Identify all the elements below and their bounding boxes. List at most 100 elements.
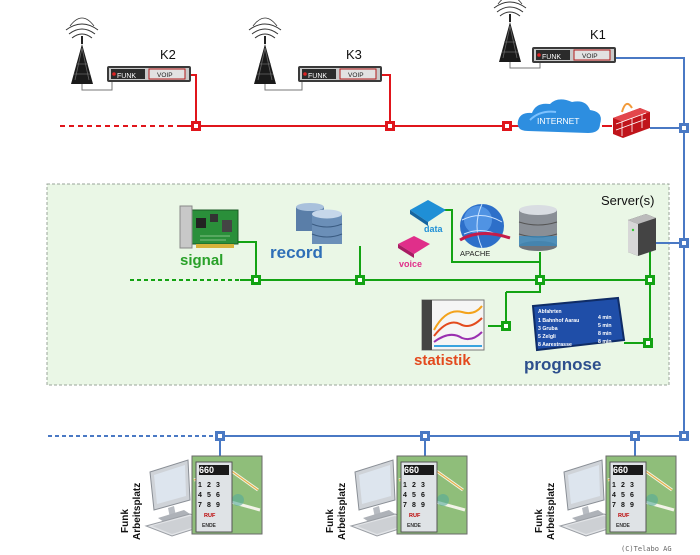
keypad-key: 8 <box>412 502 416 509</box>
prognose-board: Abfahrten 1 Bahnhof Aarau 4 min 3 Gruba … <box>531 296 626 352</box>
copyright-text: (C)Telabo AG <box>621 545 672 553</box>
keypad-key: 6 <box>216 492 220 499</box>
keypad-key: 4 <box>612 492 616 499</box>
blue-node-ws3 <box>630 431 640 441</box>
phone-number: 660 <box>613 465 628 475</box>
keypad-key: 3 <box>421 482 425 489</box>
blue-node-firewall <box>679 123 689 133</box>
ruf-key: RUF <box>204 513 216 519</box>
keypad-key: 1 <box>612 482 616 489</box>
internet-label: INTERNET <box>537 116 580 126</box>
radio-device-k3: FUNK VOIP <box>297 65 383 83</box>
board-row-line: 8 Aarestrasse <box>538 342 572 348</box>
keypad-key: 9 <box>421 502 425 509</box>
board-row-line: 3 Gruba <box>538 326 558 332</box>
phone-number: 660 <box>199 465 214 475</box>
keypad-key: 2 <box>207 482 211 489</box>
keypad-key: 2 <box>621 482 625 489</box>
keypad-key: 4 <box>403 492 407 499</box>
voice-label: voice <box>399 259 422 269</box>
green-node-statistik <box>501 321 511 331</box>
workstation-label-line2: Arbeitsplatz <box>132 483 143 540</box>
record-label: record <box>270 243 323 262</box>
statistik-label: statistik <box>414 352 471 369</box>
keypad-key: 7 <box>612 502 616 509</box>
voice-icon: voice <box>398 236 430 269</box>
device-label-voip: VOIP <box>348 72 364 79</box>
apache-label: APACHE <box>460 249 490 258</box>
phone-keypad: 1 2 3 4 5 6 7 8 9 RUF ENDE <box>612 482 634 529</box>
board-row-line: 5 Zelgli <box>538 334 556 340</box>
board-row-line: 1 Bahnhof Aarau <box>538 318 579 324</box>
board-row-eta: 5 min <box>598 323 612 329</box>
ende-key: ENDE <box>407 523 422 529</box>
signal-card-icon <box>179 205 239 249</box>
keypad-key: 2 <box>412 482 416 489</box>
keypad-key: 9 <box>630 502 634 509</box>
data-label: data <box>424 224 444 234</box>
keypad-key: 7 <box>403 502 407 509</box>
radio-site-k1: FUNK VOIP K1 <box>493 0 617 69</box>
phone-number: 660 <box>404 465 419 475</box>
blue-node-corner <box>679 431 689 441</box>
board-row-eta: 8 min <box>598 339 612 345</box>
phone-keypad: 1 2 3 4 5 6 7 8 9 RUF ENDE <box>198 482 220 529</box>
servers-label: Server(s) <box>601 193 654 208</box>
ruf-key: RUF <box>618 513 630 519</box>
radio-site-k2: FUNK VOIP K2 <box>65 17 192 91</box>
workstation-label-line1: Funk <box>534 509 545 533</box>
green-node-apache <box>535 275 545 285</box>
keypad-key: 7 <box>198 502 202 509</box>
green-node-record <box>355 275 365 285</box>
apache-globe-icon: APACHE <box>459 203 511 258</box>
firewall-icon <box>613 102 650 138</box>
workstation-label-line1: Funk <box>120 509 131 533</box>
keypad-key: 3 <box>216 482 220 489</box>
green-node-server <box>645 275 655 285</box>
ende-key: ENDE <box>202 523 217 529</box>
keypad-key: 8 <box>207 502 211 509</box>
keypad-key: 5 <box>621 492 625 499</box>
workstation-1: 660 1 2 3 4 5 6 7 8 9 RUF ENDE Funk Arbe… <box>120 454 264 540</box>
phone-keypad: 1 2 3 4 5 6 7 8 9 RUF ENDE <box>403 482 425 529</box>
workstation-label-line2: Arbeitsplatz <box>546 483 557 540</box>
site-name-k2: K2 <box>160 47 176 62</box>
board-row-eta: 8 min <box>598 331 612 337</box>
statistik-chart-icon <box>421 299 485 351</box>
keypad-key: 9 <box>216 502 220 509</box>
keypad-key: 1 <box>403 482 407 489</box>
blue-node-server <box>679 238 689 248</box>
prognose-label: prognose <box>524 355 601 374</box>
red-node-k3 <box>385 121 395 131</box>
board-header: Abfahrten <box>538 309 562 315</box>
keypad-key: 8 <box>621 502 625 509</box>
workstation-label-line2: Arbeitsplatz <box>337 483 348 540</box>
device-label-funk: FUNK <box>117 73 136 80</box>
keypad-key: 5 <box>412 492 416 499</box>
device-label-voip: VOIP <box>582 53 598 60</box>
device-label-funk: FUNK <box>308 73 327 80</box>
red-node-router <box>502 121 512 131</box>
keypad-key: 6 <box>630 492 634 499</box>
radio-device-k2: FUNK VOIP <box>106 65 192 83</box>
keypad-key: 1 <box>198 482 202 489</box>
keypad-key: 6 <box>421 492 425 499</box>
device-label-voip: VOIP <box>157 72 173 79</box>
signal-label: signal <box>180 252 223 269</box>
blue-node-ws2 <box>420 431 430 441</box>
blue-node-ws1 <box>215 431 225 441</box>
ende-key: ENDE <box>616 523 631 529</box>
server-tower-icon <box>628 214 656 256</box>
server-database-icon <box>518 205 558 251</box>
site-name-k3: K3 <box>346 47 362 62</box>
workstation-3: 660 1 2 3 4 5 6 7 8 9 RUF ENDE Funk Arbe… <box>534 454 678 540</box>
internet-cloud: INTERNET <box>517 99 601 133</box>
workstation-2: 660 1 2 3 4 5 6 7 8 9 RUF ENDE Funk Arbe… <box>325 454 469 540</box>
workstation-label-line1: Funk <box>325 509 336 533</box>
data-icon: data <box>410 200 446 234</box>
keypad-key: 4 <box>198 492 202 499</box>
ruf-key: RUF <box>409 513 421 519</box>
board-row-eta: 4 min <box>598 315 612 321</box>
